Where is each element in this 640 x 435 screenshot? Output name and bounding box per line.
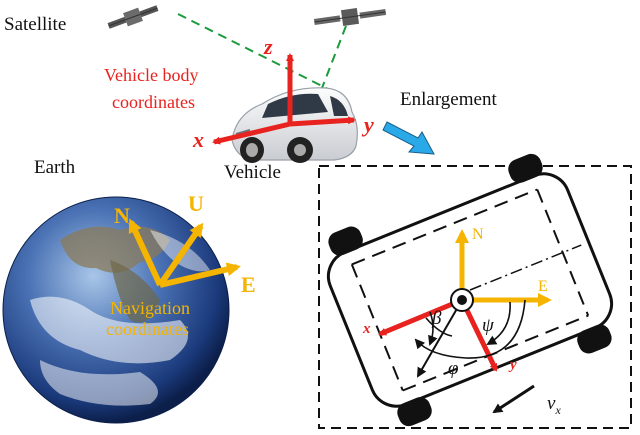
navigation-label-line1: Navigation bbox=[110, 298, 190, 318]
enlargement-arrow-icon bbox=[382, 121, 435, 155]
satellite-signal-lines bbox=[177, 13, 347, 91]
velocity-arrow bbox=[492, 384, 535, 414]
enl-y-label: y bbox=[510, 357, 517, 373]
body-x-axis bbox=[212, 121, 291, 145]
navigation-axes bbox=[128, 218, 241, 288]
vehicle-body-axes bbox=[212, 53, 356, 145]
vehicle-label: Vehicle bbox=[224, 162, 281, 183]
body-y-axis bbox=[289, 116, 356, 127]
nav-e-axis bbox=[159, 262, 241, 288]
body-x-label: x bbox=[193, 127, 204, 152]
enl-velocity-line bbox=[416, 299, 463, 378]
nav-e-label: E bbox=[241, 272, 256, 297]
enl-y-axis bbox=[459, 298, 499, 372]
nav-u-label: U bbox=[188, 191, 204, 216]
angle-arcs bbox=[414, 299, 526, 359]
enlargement-label: Enlargement bbox=[400, 89, 497, 110]
velocity-label: vx bbox=[547, 394, 561, 416]
vehicle-body-label-line1: Vehicle body bbox=[104, 65, 199, 85]
arc-psi bbox=[486, 301, 511, 346]
wheel-front-left bbox=[508, 153, 543, 183]
enl-x-label: x bbox=[363, 321, 371, 337]
wheel-rear-right bbox=[397, 397, 432, 427]
top-view-vehicle bbox=[326, 153, 614, 427]
body-y-label: y bbox=[364, 112, 374, 137]
satellite-label: Satellite bbox=[4, 14, 67, 35]
phi-label: φ bbox=[448, 358, 459, 379]
velocity-symbol: v bbox=[547, 393, 556, 414]
satellite-right-icon bbox=[313, 7, 387, 27]
nav-n-label: N bbox=[114, 203, 130, 228]
body-z-label: z bbox=[264, 34, 273, 59]
enl-e-label: E bbox=[538, 278, 548, 295]
arc-beta-inner bbox=[425, 317, 453, 337]
enl-x-axis bbox=[378, 297, 463, 337]
enl-n-label: N bbox=[472, 226, 484, 243]
arc-phi bbox=[414, 299, 526, 359]
navigation-label-line2: coordinates bbox=[106, 319, 189, 339]
vehicle-body-label-line2: coordinates bbox=[112, 92, 195, 112]
satellite-left-icon bbox=[107, 5, 159, 29]
arc-beta bbox=[428, 311, 438, 346]
beta-label: β bbox=[432, 308, 442, 329]
enlargement-box bbox=[318, 165, 632, 429]
wheel-front-right bbox=[577, 324, 612, 354]
psi-label: ψ bbox=[482, 315, 494, 336]
nav-u-axis bbox=[157, 222, 204, 287]
velocity-subscript: x bbox=[555, 402, 561, 417]
earth-label: Earth bbox=[34, 157, 76, 178]
earth-globe-icon bbox=[2, 196, 230, 424]
wheel-rear-left bbox=[328, 226, 363, 256]
nav-n-axis bbox=[128, 218, 163, 287]
center-of-gravity-icon bbox=[450, 288, 474, 312]
